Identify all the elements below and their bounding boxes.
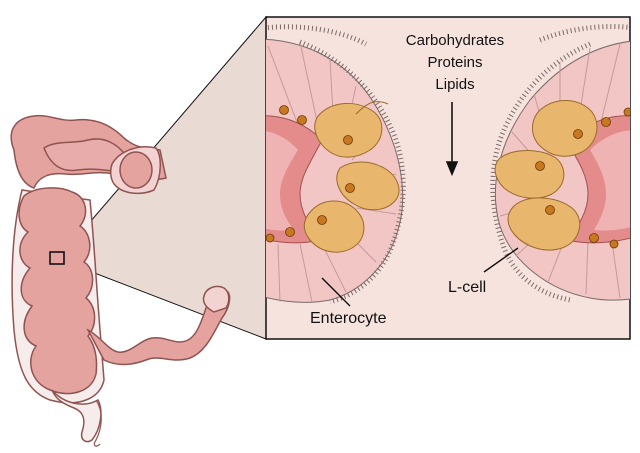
l-cell-label: L-cell	[448, 279, 487, 296]
nutrient-lipids: Lipids	[435, 76, 475, 93]
enterocyte-label: Enterocyte	[310, 310, 387, 327]
granules	[266, 105, 630, 249]
zoom-box-icon	[49, 251, 65, 265]
nutrient-list: Carbohydrates Proteins Lipids	[385, 30, 525, 96]
l-cells-right	[494, 100, 598, 251]
crypt-cross-section	[266, 24, 630, 305]
large-intestine	[10, 114, 231, 447]
l-cell-leader-line	[483, 247, 519, 273]
l-cells-left	[303, 101, 400, 253]
nutrient-proteins: Proteins	[427, 54, 483, 71]
down-arrow-icon	[445, 102, 459, 177]
enterocyte-leader-line	[321, 277, 351, 307]
nutrient-carbohydrates: Carbohydrates	[405, 32, 505, 49]
